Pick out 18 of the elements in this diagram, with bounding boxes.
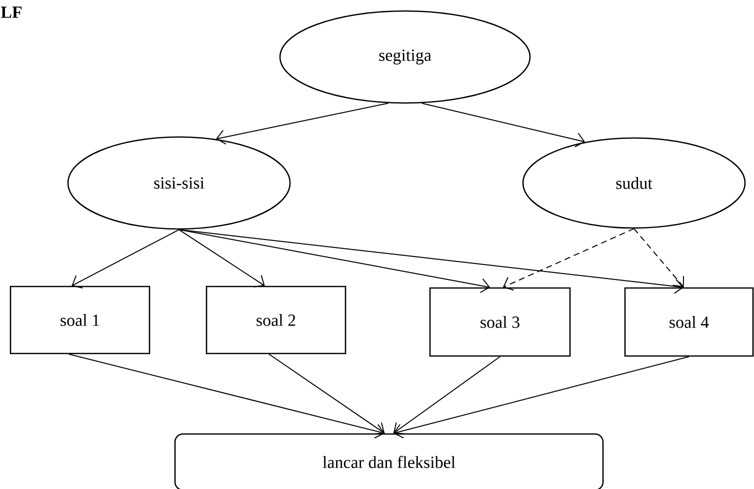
arrow	[178, 229, 490, 294]
arrow	[178, 229, 684, 294]
arrow	[393, 356, 500, 434]
arrow	[68, 354, 385, 438]
arrow	[634, 228, 684, 288]
question-box: soal 4	[624, 287, 754, 357]
arrow	[216, 102, 389, 145]
question-box: soal 3	[429, 287, 571, 357]
heading-fragment: LF	[0, 6, 22, 18]
arrow	[178, 229, 265, 288]
question-box: soal 1	[10, 286, 150, 354]
arrow	[502, 228, 634, 291]
result-box: lancar dan fleksibel	[174, 433, 604, 489]
arrow	[72, 229, 180, 288]
arrow	[393, 356, 690, 438]
question-box: soal 2	[206, 286, 346, 354]
arrow	[421, 102, 586, 148]
arrow	[268, 354, 385, 435]
